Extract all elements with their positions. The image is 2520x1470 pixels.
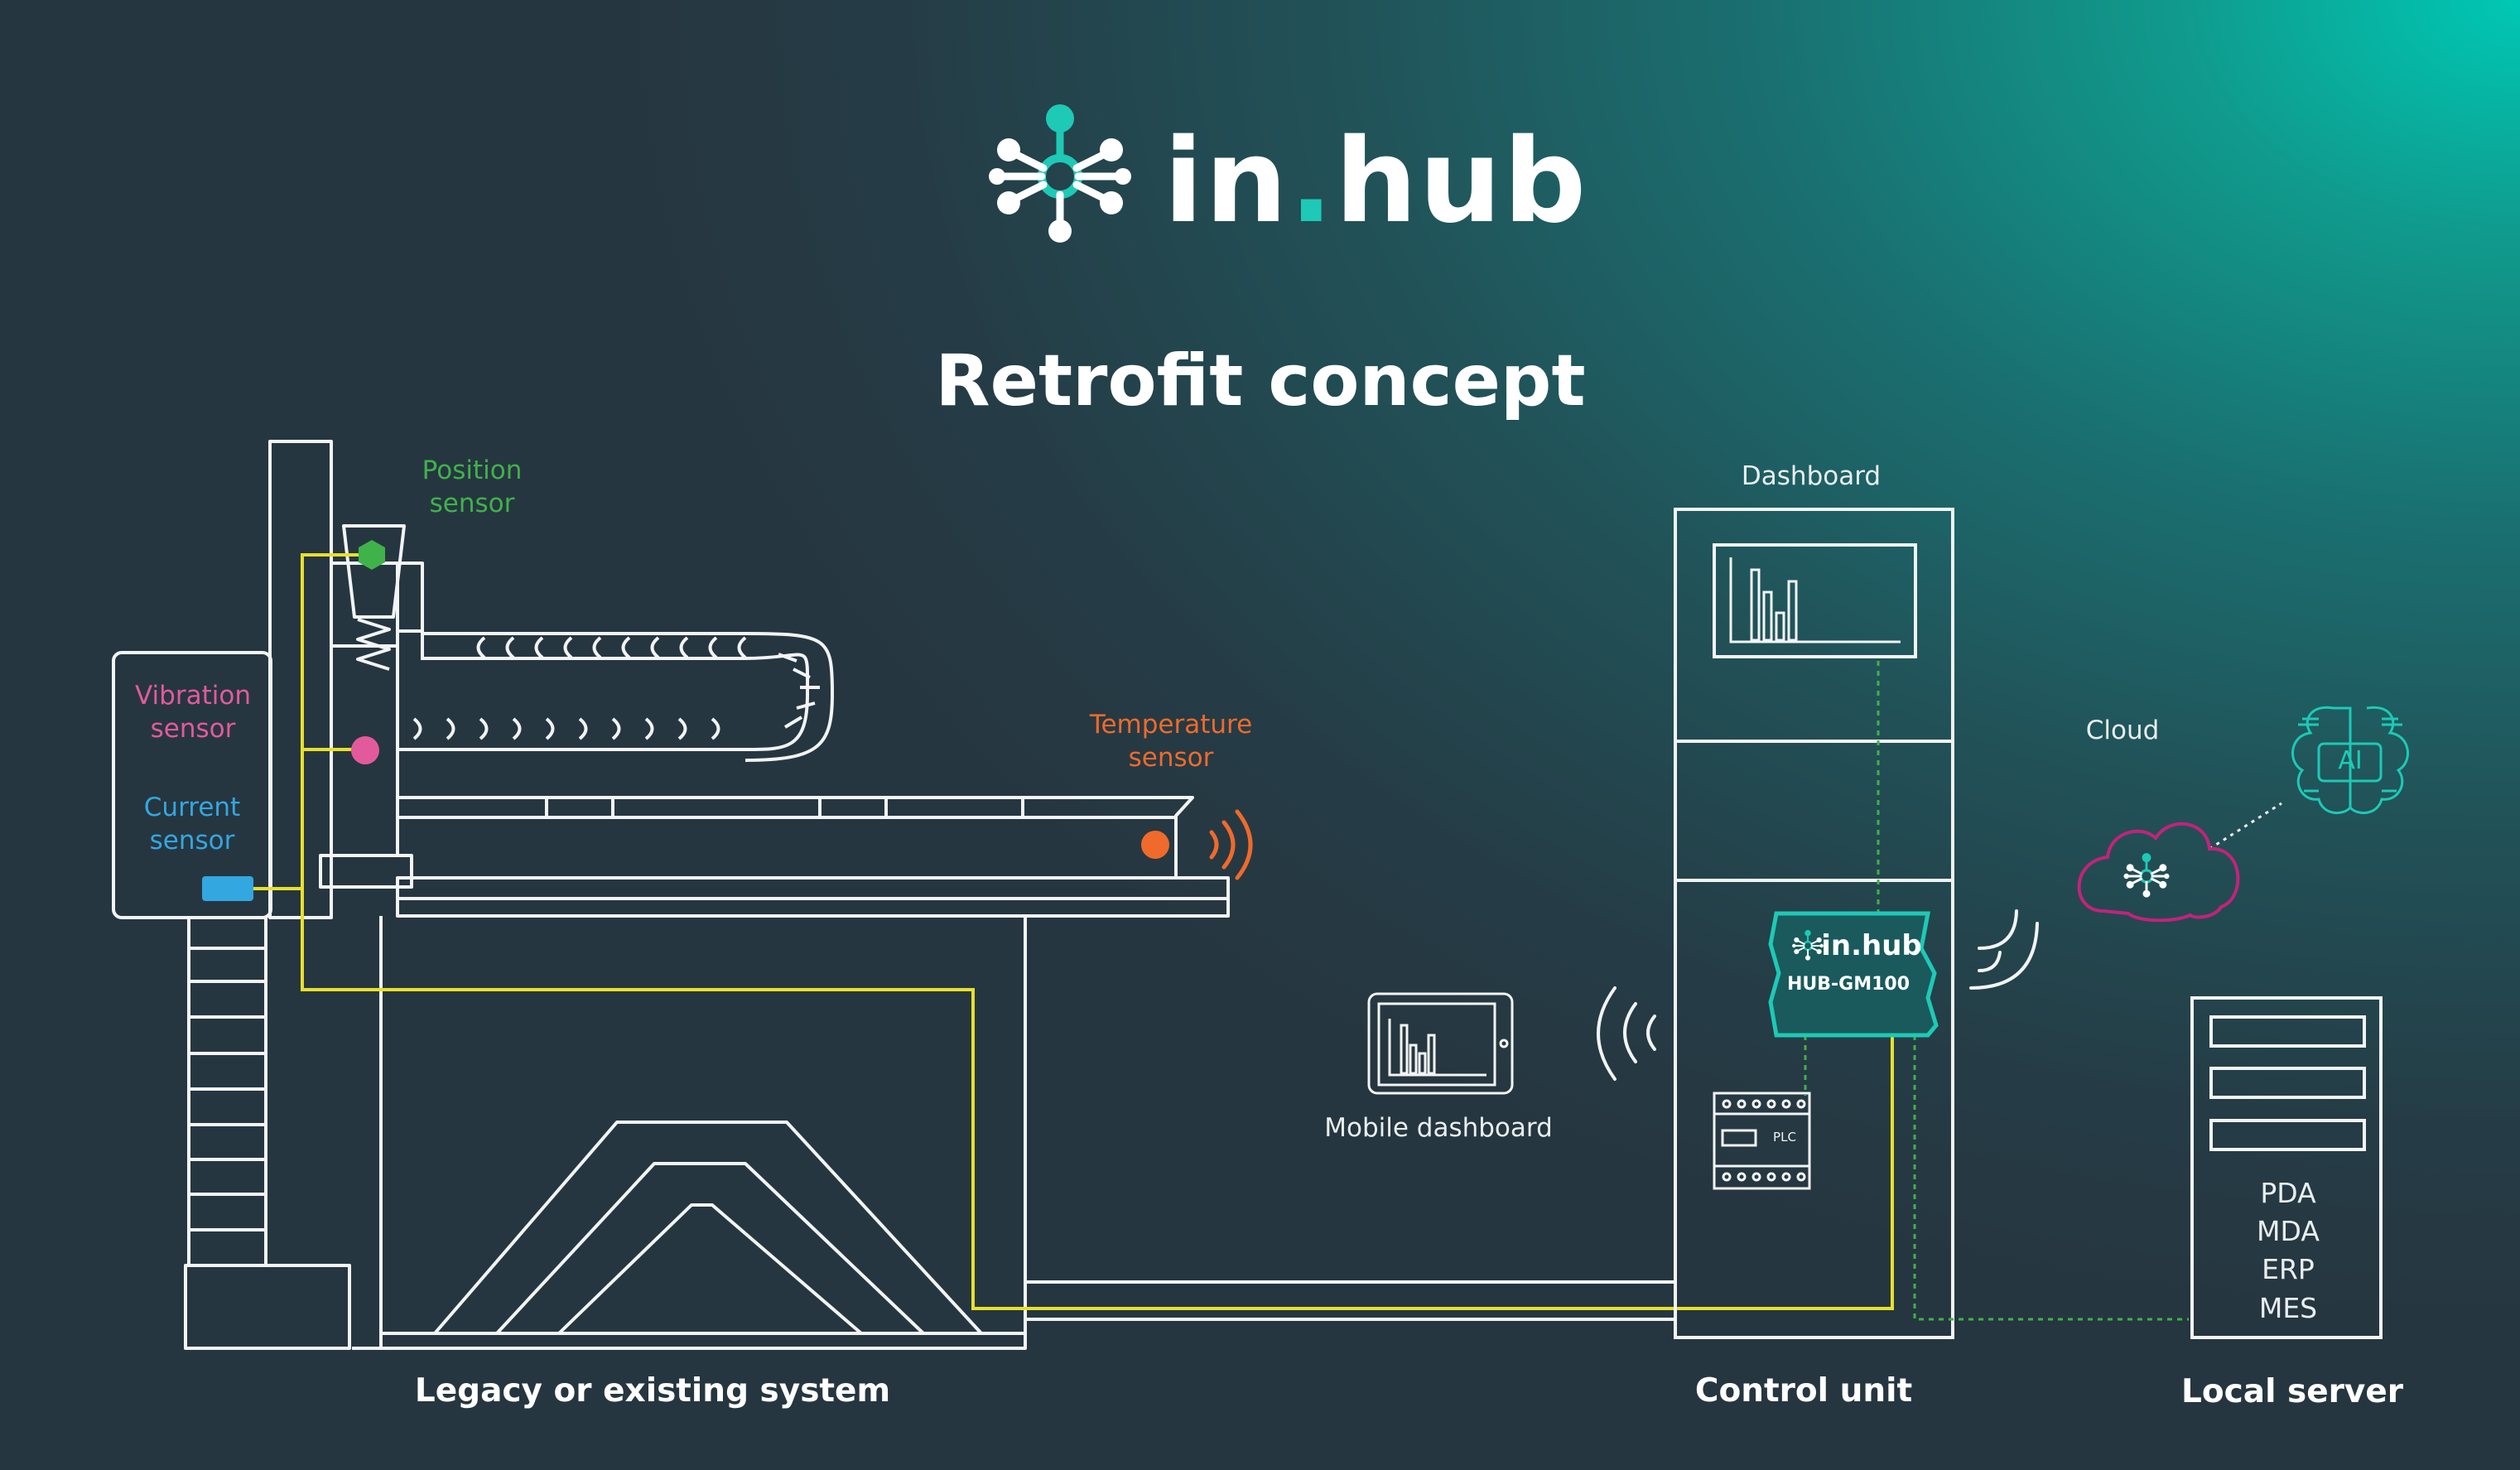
legacy-machine: [112, 440, 1677, 1350]
dotted-links: [1804, 661, 2189, 1321]
ai-link: [2209, 802, 2282, 851]
temperature-sensor-label-line2: sensor: [1128, 743, 1214, 774]
vibration-sensor-label-line1: Vibration: [135, 681, 251, 711]
dashboard-label: Dashboard: [1741, 461, 1882, 491]
vibration-sensor-marker: [351, 736, 379, 764]
temperature-sensor-marker: [1141, 831, 1169, 859]
current-sensor-label-line2: sensor: [149, 826, 235, 856]
plc-module: [1713, 1092, 1811, 1190]
temperature-sensor-label: Temperature sensor: [1090, 708, 1252, 775]
cable-chain: [396, 626, 835, 787]
position-sensor-label-line2: sensor: [429, 489, 515, 519]
current-sensor-label: Current sensor: [144, 791, 240, 858]
server-systems-list: PDA MDA ERP MES: [2257, 1174, 2320, 1328]
device-model-label: HUB-GM100: [1786, 974, 1910, 995]
position-sensor-label-line1: Position: [422, 455, 523, 485]
local-server-caption: Local server: [2180, 1373, 2404, 1410]
signal-wiring: [253, 553, 1894, 1310]
temperature-signal-icon: [1209, 809, 1253, 880]
vibration-sensor-label-line2: sensor: [150, 714, 236, 745]
legacy-system-caption: Legacy or existing system: [414, 1372, 891, 1410]
cloud-icon: [2077, 822, 2240, 923]
position-sensor-marker: [359, 540, 385, 570]
hub-gm100-device: [1768, 911, 1939, 1038]
plc-label: PLC: [1773, 1130, 1796, 1145]
bar-chart-icon: [1729, 557, 1901, 643]
current-sensor-label-line1: Current: [143, 793, 241, 822]
logo-text-in: in: [1164, 114, 1289, 249]
ai-brain-icon: [2291, 706, 2409, 815]
logo-dot: .: [1289, 114, 1335, 249]
current-sensor-marker: [202, 876, 253, 901]
ai-label: AI: [2338, 746, 2363, 775]
cloud-label: Cloud: [2085, 716, 2160, 745]
wifi-icon-cloud: [1969, 909, 2039, 990]
position-sensor-label: Position sensor: [422, 454, 523, 521]
temperature-sensor-label-line1: Temperature: [1089, 710, 1253, 740]
device-brand-label: in.hub: [1821, 929, 1922, 962]
control-unit-caption: Control unit: [1694, 1372, 1913, 1410]
tablet-icon: [1367, 992, 1514, 1095]
logo-text-hub: hub: [1334, 114, 1588, 249]
server-item-mda: MDA: [2257, 1215, 2320, 1248]
server-item-erp: ERP: [2262, 1253, 2315, 1286]
server-item-mes: MES: [2258, 1291, 2318, 1324]
inhub-logo-icon: [989, 104, 1131, 243]
page-title: Retrofit concept: [935, 340, 1586, 422]
wifi-icon-mobile: [1597, 986, 1656, 1081]
server-item-pda: PDA: [2260, 1177, 2316, 1209]
local-server: [2190, 996, 2383, 1339]
control-cabinet: [1674, 508, 1954, 1339]
brand-logo: in.hub: [1164, 124, 1588, 240]
mobile-dashboard-label: Mobile dashboard: [1324, 1113, 1553, 1143]
vibration-sensor-label: Vibration sensor: [135, 679, 251, 746]
